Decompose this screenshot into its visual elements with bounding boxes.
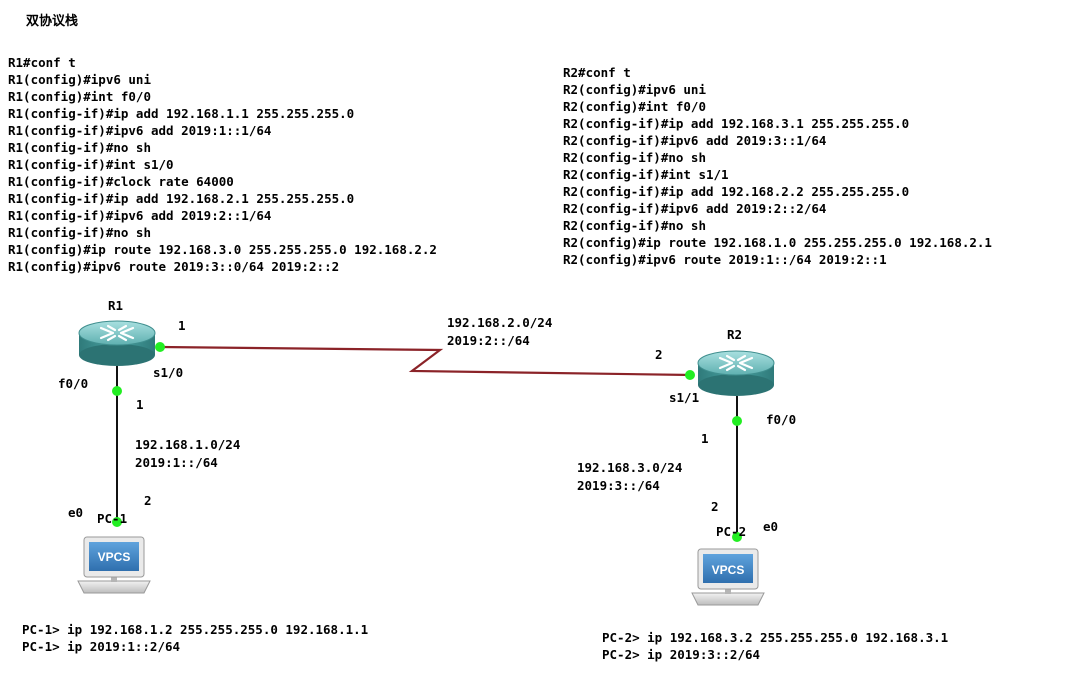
router-r1-name: R1 bbox=[108, 298, 124, 313]
command-line: R2(config-if)#no sh bbox=[563, 150, 706, 165]
r1-lan-host-number: 1 bbox=[136, 397, 144, 412]
lan1-subnet-ipv6: 2019:1::/64 bbox=[135, 455, 218, 470]
r2-serial-interface: s1/1 bbox=[669, 390, 700, 405]
page-title: 双协议栈 bbox=[26, 14, 79, 29]
command-line: R2(config)#ip route 192.168.1.0 255.255.… bbox=[563, 235, 992, 250]
lan1-subnet-ipv4: 192.168.1.0/24 bbox=[135, 437, 241, 452]
pc1-vpcs-label: VPCS bbox=[98, 550, 131, 564]
pc2-interface: e0 bbox=[763, 519, 779, 534]
pc2-host-number: 2 bbox=[711, 499, 719, 514]
pc1-config-commands: PC-1> ip 192.168.1.2 255.255.255.0 192.1… bbox=[22, 621, 368, 655]
command-line: R1(config-if)#ip add 192.168.1.1 255.255… bbox=[8, 106, 355, 121]
command-line: R1(config-if)#no sh bbox=[8, 140, 151, 155]
pc2-e0-port-indicator bbox=[732, 532, 742, 542]
r2-lan-interface: f0/0 bbox=[766, 412, 797, 427]
command-line: R1(config)#ipv6 uni bbox=[8, 72, 151, 87]
command-line: R1(config-if)#ipv6 add 2019:2::1/64 bbox=[8, 208, 272, 223]
command-line: R2(config-if)#no sh bbox=[563, 218, 706, 233]
command-line: PC-2> ip 192.168.3.2 255.255.255.0 192.1… bbox=[602, 630, 949, 645]
serial-link bbox=[159, 345, 693, 377]
pc2-vpcs-label: VPCS bbox=[712, 563, 745, 577]
pc2-name: PC-2 bbox=[716, 524, 747, 539]
vpcs-pc1-icon[interactable] bbox=[77, 536, 151, 594]
vpcs-pc2-icon[interactable] bbox=[691, 548, 765, 606]
command-line: PC-2> ip 2019:3::2/64 bbox=[602, 647, 761, 662]
lan2-subnet-ipv6: 2019:3::/64 bbox=[577, 478, 660, 493]
router-r2-name: R2 bbox=[727, 327, 743, 342]
command-line: R2(config-if)#ipv6 add 2019:2::2/64 bbox=[563, 201, 827, 216]
pc1-interface: e0 bbox=[68, 505, 84, 520]
command-line: R1(config-if)#int s1/0 bbox=[8, 157, 174, 172]
command-line: PC-1> ip 2019:1::2/64 bbox=[22, 639, 181, 654]
r2-serial-host-number: 2 bbox=[655, 347, 663, 362]
r1-serial-host-number: 1 bbox=[178, 318, 186, 333]
command-line: R2(config-if)#ip add 192.168.3.1 255.255… bbox=[563, 116, 910, 131]
pc2-config-commands: PC-2> ip 192.168.3.2 255.255.255.0 192.1… bbox=[602, 629, 948, 663]
r1-lan-interface: f0/0 bbox=[58, 376, 89, 391]
command-line: R1(config-if)#ip add 192.168.2.1 255.255… bbox=[8, 191, 355, 206]
router-r1-icon[interactable] bbox=[77, 319, 157, 368]
command-line: PC-1> ip 192.168.1.2 255.255.255.0 192.1… bbox=[22, 622, 369, 637]
command-line: R1(config)#ip route 192.168.3.0 255.255.… bbox=[8, 242, 437, 257]
pc1-e0-port-indicator bbox=[112, 517, 122, 527]
serial-subnet-ipv6: 2019:2::/64 bbox=[447, 333, 530, 348]
command-line: R2(config)#int f0/0 bbox=[563, 99, 706, 114]
command-line: R2(config)#ipv6 route 2019:1::/64 2019:2… bbox=[563, 252, 887, 267]
command-line: R1(config-if)#no sh bbox=[8, 225, 151, 240]
command-line: R1#conf t bbox=[8, 55, 76, 70]
command-line: R2(config)#ipv6 uni bbox=[563, 82, 706, 97]
r1-serial-interface: s1/0 bbox=[153, 365, 184, 380]
r1-s1-0-port-indicator bbox=[155, 342, 165, 352]
command-line: R1(config-if)#clock rate 64000 bbox=[8, 174, 234, 189]
pc1-host-number: 2 bbox=[144, 493, 152, 508]
command-line: R2(config-if)#ipv6 add 2019:3::1/64 bbox=[563, 133, 827, 148]
router-r2-icon[interactable] bbox=[696, 349, 776, 398]
command-line: R1(config)#int f0/0 bbox=[8, 89, 151, 104]
command-line: R1(config)#ipv6 route 2019:3::0/64 2019:… bbox=[8, 259, 340, 274]
r2-f0-0-port-indicator bbox=[732, 416, 742, 426]
r2-lan-host-number: 1 bbox=[701, 431, 709, 446]
r1-f0-0-port-indicator bbox=[112, 386, 122, 396]
command-line: R2(config-if)#ip add 192.168.2.2 255.255… bbox=[563, 184, 910, 199]
serial-subnet-ipv4: 192.168.2.0/24 bbox=[447, 315, 553, 330]
command-line: R1(config-if)#ipv6 add 2019:1::1/64 bbox=[8, 123, 272, 138]
lan2-subnet-ipv4: 192.168.3.0/24 bbox=[577, 460, 683, 475]
r2-s1-1-port-indicator bbox=[685, 370, 695, 380]
command-line: R2(config-if)#int s1/1 bbox=[563, 167, 729, 182]
pc1-name: PC-1 bbox=[97, 511, 128, 526]
command-line: R2#conf t bbox=[563, 65, 631, 80]
